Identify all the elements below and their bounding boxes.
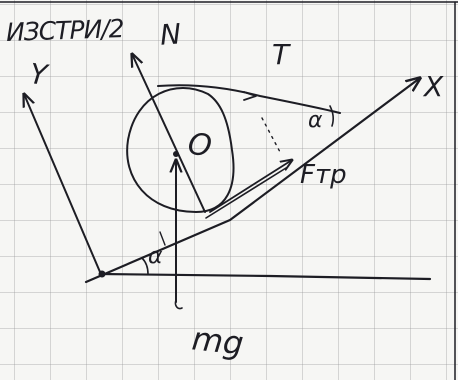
wheel-circle [126,86,235,213]
friction-force-label: Fтр [300,160,347,190]
center-label: O [185,126,214,165]
friction-force-arrow [209,160,292,213]
title-label: ИЗСТРИ/2 [5,13,125,48]
angle-arc-bottom [141,257,149,275]
tension-rope [157,84,341,114]
normal-force-arrow [132,54,206,213]
gravity-tail-hook [174,299,183,310]
incline-vertex-point [98,270,106,278]
angle-tick-bottom [159,231,166,246]
angle-bottom-label: α [148,244,163,269]
gravity-label: mg [190,319,246,363]
tension-arrowhead [243,91,257,101]
x-axis-label: X [424,70,444,103]
friction-force-second-line [205,167,287,219]
y-axis-arrow [24,94,101,273]
incline-x-axis [84,78,420,284]
dotted-guide-line [261,117,281,153]
y-axis-label: Y [28,57,49,92]
horizontal-ground-line [98,272,432,281]
angle-arc-top [329,105,335,127]
tension-label: T [272,38,290,71]
normal-force-label: N [158,17,183,52]
angle-top-label: α [308,108,323,133]
